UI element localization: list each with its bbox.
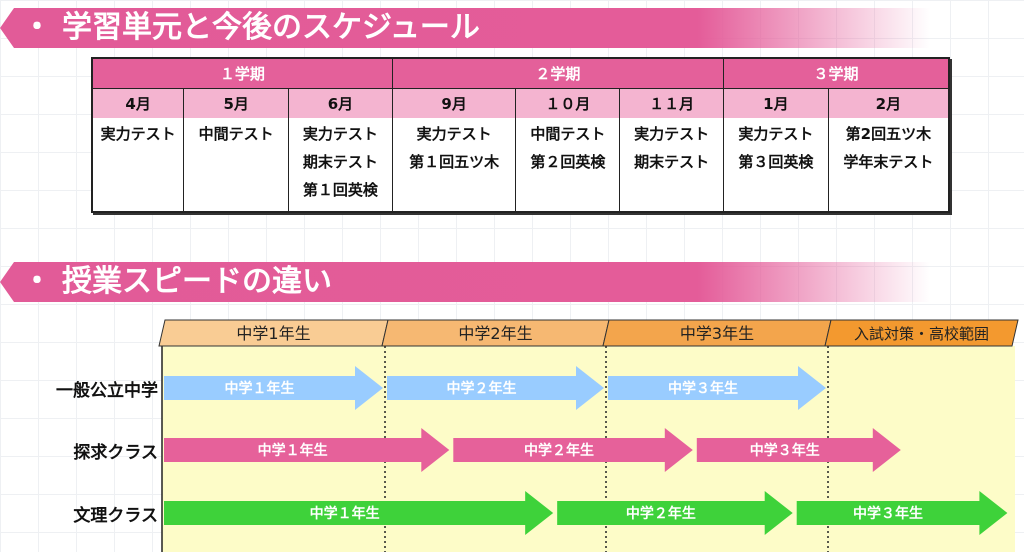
arrow-label: 中学１年生 (310, 505, 380, 522)
section-banner-speed: ・授業スピードの違い (0, 262, 930, 302)
section-title: 学習単元と今後のスケジュール (62, 10, 480, 45)
progress-arrow (608, 366, 826, 410)
event-item: 中間テスト (530, 125, 606, 143)
month-events: 第2回五ツ木学年末テスト (827, 118, 950, 213)
month-events: 実力テスト (91, 118, 185, 213)
column-header-label: 中学1年生 (236, 324, 310, 343)
progress-arrow (164, 428, 450, 472)
row-label: 探求クラス (73, 443, 158, 463)
month-header: 4月 (91, 87, 185, 118)
row-label: 一般公立中学 (56, 381, 158, 401)
event-item: 期末テスト (634, 153, 710, 171)
event-item: 第2回五ツ木 (845, 125, 932, 143)
column-header-label: 中学3年生 (680, 324, 754, 343)
progress-arrow (453, 428, 693, 472)
arrow-label: 中学１年生 (225, 380, 295, 397)
month-header: １１月 (619, 87, 724, 118)
arrow-label: 中学３年生 (853, 505, 923, 522)
month-events: 中間テスト第２回英検 (515, 118, 621, 213)
month-header: 5月 (183, 87, 290, 118)
term-header: ２学期 (391, 57, 724, 89)
arrow-label: 中学２年生 (626, 505, 696, 522)
term-header: ３学期 (722, 57, 950, 89)
arrow-label: 中学２年生 (524, 442, 594, 459)
bullet: ・ (22, 264, 52, 299)
bullet: ・ (22, 10, 52, 45)
progress-arrow (387, 366, 604, 410)
row-label: 文理クラス (73, 506, 158, 526)
month-header: 9月 (391, 87, 517, 118)
progress-arrow (796, 491, 1008, 535)
progress-arrow (164, 366, 383, 410)
month-header: 1月 (722, 87, 829, 118)
event-item: 実力テスト (738, 125, 814, 143)
arrow-label: 中学１年生 (258, 442, 328, 459)
progress-arrow (164, 491, 554, 535)
event-item: 実力テスト (302, 125, 378, 143)
event-item: 第１回五ツ木 (409, 153, 500, 171)
month-header: 2月 (827, 87, 950, 118)
event-item: 期末テスト (302, 153, 378, 171)
progress-arrow (557, 491, 793, 535)
month-events: 実力テスト期末テスト (619, 118, 724, 213)
month-header: 6月 (288, 87, 393, 118)
arrow-label: 中学３年生 (750, 442, 820, 459)
column-header (824, 319, 1019, 347)
event-item: 実力テスト (416, 125, 492, 143)
section-banner-schedule: ・学習単元と今後のスケジュール (0, 8, 930, 48)
month-header: １０月 (515, 87, 621, 118)
section-title: 授業スピードの違い (62, 264, 332, 299)
arrow-label: 中学３年生 (668, 380, 738, 397)
progress-arrow (696, 428, 901, 472)
event-item: 第３回英検 (738, 153, 814, 171)
event-item: 実力テスト (634, 125, 710, 143)
month-events: 実力テスト第１回五ツ木 (391, 118, 517, 213)
arrow-label: 中学２年生 (447, 380, 517, 397)
event-item: 第１回英検 (302, 181, 378, 199)
event-item: 学年末テスト (843, 153, 934, 171)
event-item: 中間テスト (198, 125, 274, 143)
column-header-label: 中学2年生 (458, 324, 532, 343)
term-header: １学期 (91, 57, 393, 89)
column-header-label: 入試対策・高校範囲 (854, 325, 989, 343)
event-item: 第２回英検 (530, 153, 606, 171)
month-events: 実力テスト期末テスト第１回英検 (288, 118, 393, 213)
month-events: 実力テスト第３回英検 (722, 118, 829, 213)
event-item: 実力テスト (100, 125, 176, 143)
month-events: 中間テスト (183, 118, 290, 213)
